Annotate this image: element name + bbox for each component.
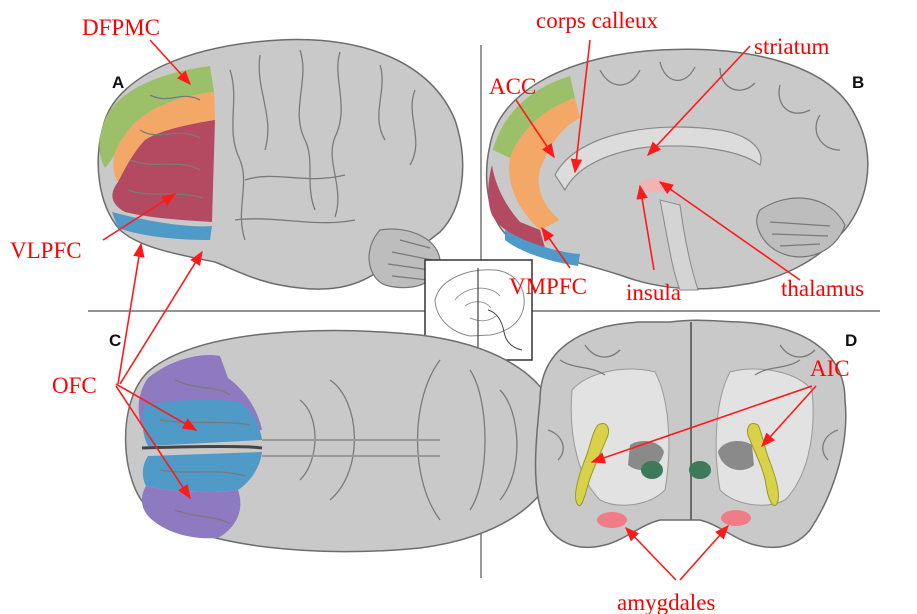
- panel-d-label: D: [845, 331, 857, 350]
- panel-a-lateral-brain: [98, 40, 462, 290]
- label-ofc: OFC: [52, 373, 97, 398]
- label-amygdales: amygdales: [617, 590, 715, 614]
- label-corps-calleux: corps calleux: [536, 8, 658, 33]
- ofc-purple-lower: [142, 486, 240, 538]
- label-thalamus: thalamus: [781, 276, 864, 301]
- striatum-left: [641, 461, 663, 479]
- amygdala-left: [597, 512, 627, 528]
- panel-a-label: A: [112, 73, 124, 92]
- panel-c-ventral-brain: [126, 331, 560, 552]
- label-aic: AIC: [810, 356, 850, 381]
- label-vlpfc: VLPFC: [10, 238, 82, 263]
- panel-c-label: C: [109, 331, 121, 350]
- label-vmpfc: VMPFC: [509, 274, 587, 299]
- panel-b-medial-brain: [487, 49, 868, 290]
- label-insula: insula: [626, 280, 681, 305]
- label-dfpmc: DFPMC: [82, 15, 160, 40]
- panel-b-label: B: [852, 73, 864, 92]
- panel-d-coronal-section: [536, 320, 846, 547]
- amygdala-right: [721, 510, 751, 526]
- label-striatum: striatum: [754, 34, 829, 59]
- striatum-right: [689, 461, 711, 479]
- label-acc: ACC: [489, 74, 536, 99]
